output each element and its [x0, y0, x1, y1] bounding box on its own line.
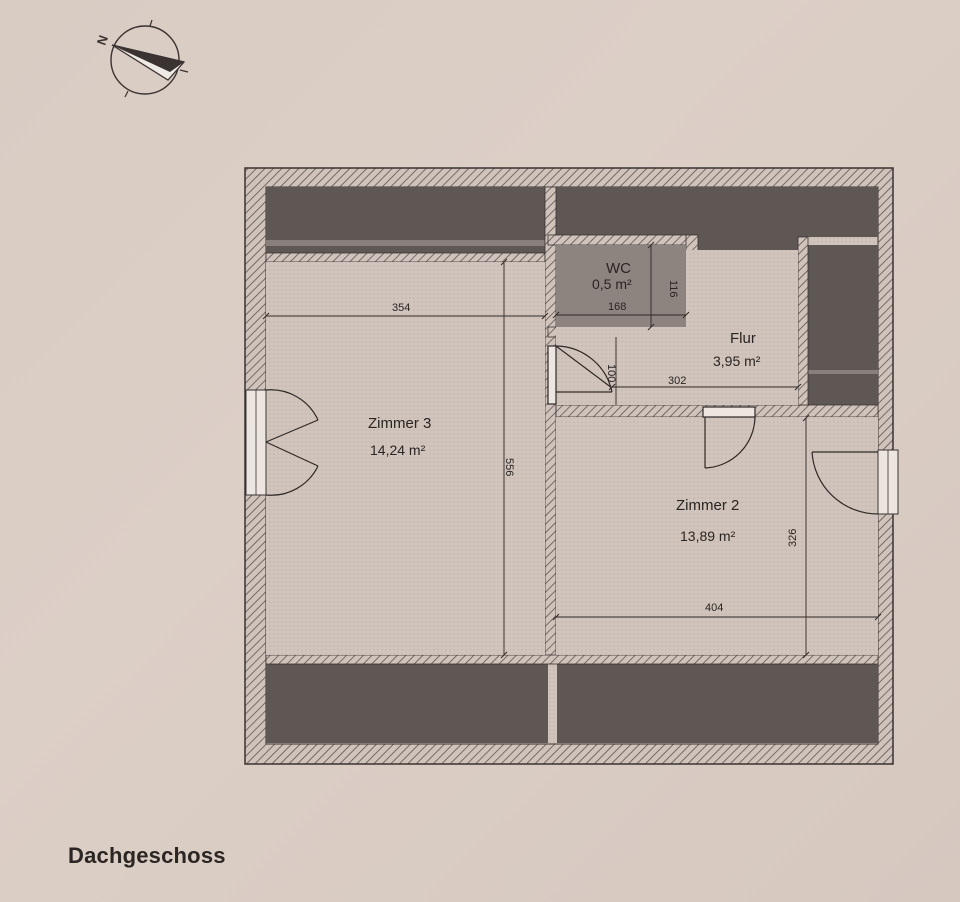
roof-slope-bottom-left: [266, 663, 548, 743]
floor-title: Dachgeschoss: [68, 843, 226, 868]
roof-slope-right: [806, 245, 878, 405]
compass-north-label: N: [94, 33, 111, 47]
door-zimmer3-double: [265, 389, 319, 496]
window-west: [245, 389, 267, 496]
zimmer2-area: 13,89 m²: [680, 528, 736, 544]
wc-room-floor: [556, 245, 686, 327]
flur-area: 3,95 m²: [713, 353, 761, 369]
window-east: [877, 449, 899, 515]
door-zimmer2-east: [811, 451, 879, 515]
door-zimmer2: [702, 406, 756, 469]
dim-wc-width: 168: [608, 301, 626, 313]
dim-wc-depth: 116: [667, 280, 679, 298]
zimmer2-name: Zimmer 2: [676, 497, 739, 514]
zimmer3-name: Zimmer 3: [368, 415, 431, 432]
zimmer3-area: 14,24 m²: [370, 442, 426, 458]
roof-slope-areas: [266, 187, 878, 743]
dim-flur-niche: 100: [605, 364, 617, 382]
flur-name: Flur: [730, 330, 756, 347]
door-wc: [547, 345, 613, 405]
dimension-lines: [266, 245, 878, 655]
dimension-ticks: [262, 241, 882, 659]
dim-zimmer3-length: 556: [503, 458, 515, 476]
wc-area: 0,5 m²: [592, 276, 632, 292]
wc-name: WC: [606, 260, 631, 277]
dim-zimmer2-width: 404: [705, 602, 723, 614]
dim-zimmer2-depth: 326: [787, 529, 799, 547]
dim-flur-length: 302: [668, 375, 686, 387]
roof-slope-bottom-right: [557, 663, 878, 743]
dim-zimmer3-width: 354: [392, 302, 410, 314]
compass-icon: N: [94, 19, 189, 98]
zimmer2-room: [556, 417, 878, 655]
zimmer3-room: [266, 262, 545, 655]
roof-slope-top-right: [556, 187, 878, 237]
